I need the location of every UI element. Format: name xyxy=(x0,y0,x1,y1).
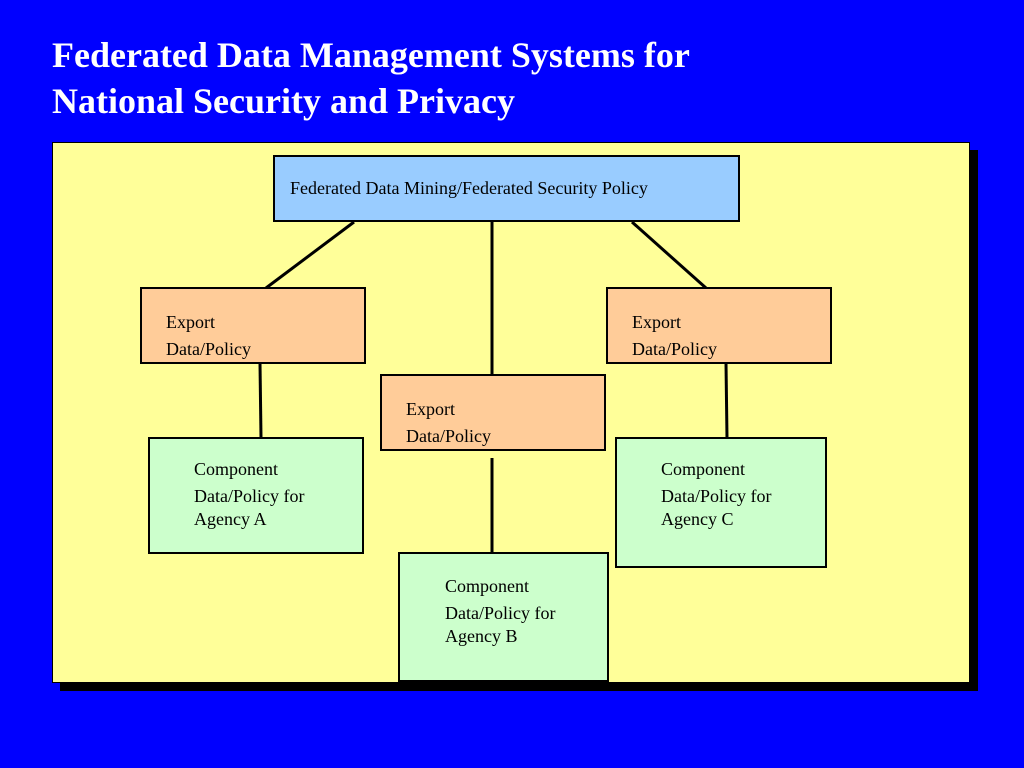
federated-policy-box: Federated Data Mining/Federated Security… xyxy=(273,155,740,222)
title-line-2: National Security and Privacy xyxy=(52,81,515,121)
component-b-line-3: Agency B xyxy=(445,626,518,646)
component-c-line-1: Component xyxy=(661,459,745,479)
export-c-line-1: Export xyxy=(632,312,681,332)
connector-top-to-export-c xyxy=(631,220,707,290)
export-b-line-1: Export xyxy=(406,399,455,419)
component-b-line-2: Data/Policy for xyxy=(445,603,556,623)
connector-export-c-to-component-c xyxy=(724,362,729,439)
component-a-line-2: Data/Policy for xyxy=(194,486,305,506)
export-box-b: Export Data/Policy xyxy=(380,374,606,451)
connector-top-to-export-a xyxy=(265,220,355,290)
export-b-line-2: Data/Policy xyxy=(406,426,491,446)
slide-title: Federated Data Management Systems for Na… xyxy=(52,32,952,124)
federated-policy-label: Federated Data Mining/Federated Security… xyxy=(290,178,648,198)
export-a-line-2: Data/Policy xyxy=(166,339,251,359)
export-box-a: Export Data/Policy xyxy=(140,287,366,364)
component-c-line-2: Data/Policy for xyxy=(661,486,772,506)
component-box-agency-b: Component Data/Policy for Agency B xyxy=(398,552,609,682)
export-c-line-2: Data/Policy xyxy=(632,339,717,359)
component-box-agency-a: Component Data/Policy for Agency A xyxy=(148,437,364,554)
component-box-agency-c: Component Data/Policy for Agency C xyxy=(615,437,827,568)
connector-export-a-to-component-a xyxy=(258,362,263,439)
component-a-line-3: Agency A xyxy=(194,509,267,529)
component-a-line-1: Component xyxy=(194,459,278,479)
title-line-1: Federated Data Management Systems for xyxy=(52,35,690,75)
export-box-c: Export Data/Policy xyxy=(606,287,832,364)
component-b-line-1: Component xyxy=(445,576,529,596)
component-c-line-3: Agency C xyxy=(661,509,734,529)
export-a-line-1: Export xyxy=(166,312,215,332)
